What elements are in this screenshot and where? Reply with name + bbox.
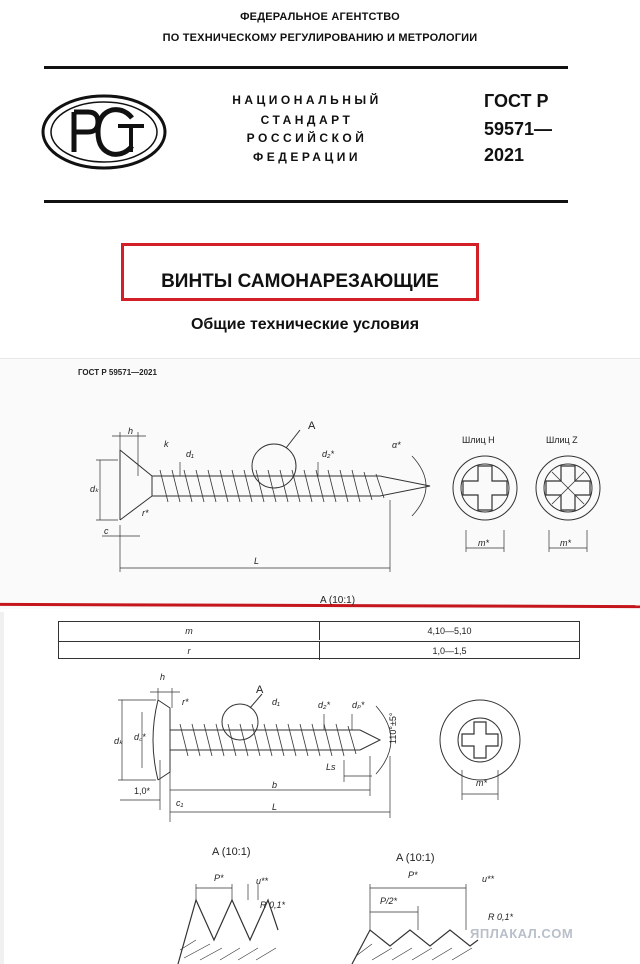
label-m-z: m*	[560, 538, 571, 548]
label2-r: r*	[182, 697, 189, 707]
standard-word-2: СТАНДАРТ	[260, 113, 354, 127]
label2-m: m*	[476, 778, 487, 788]
label-d2: d₂*	[322, 449, 334, 459]
standard-word-3: РОССИЙСКОЙ	[246, 131, 368, 145]
standard-word-1: НАЦИОНАЛЬНЫЙ	[232, 93, 382, 107]
label2-c10: 1,0*	[134, 786, 151, 796]
drawing-sheet-1	[0, 358, 640, 609]
label-h: h	[128, 426, 134, 436]
detail-right-p: P*	[408, 870, 418, 880]
detail-left-u: u**	[256, 876, 269, 886]
label-c: c	[104, 526, 109, 536]
bottom-rule	[44, 200, 568, 203]
table-cell-value: 4,10—5,10	[319, 622, 579, 640]
table-cell-param: m	[185, 626, 193, 636]
label2-l: L	[272, 802, 278, 812]
table-row: r 1,0—1,5	[59, 641, 579, 660]
detail-right-p2: P/2*	[380, 896, 398, 906]
site-watermark: ЯПЛАКАЛ.COM	[470, 926, 574, 941]
label2-ls: Ls	[326, 762, 336, 772]
label2-dc: d꜀*	[134, 732, 146, 742]
table-cell-param: r	[187, 646, 191, 656]
label-r: r*	[142, 508, 149, 518]
label2-d2: d₂*	[318, 700, 330, 710]
sheet-1-header: ГОСТ Р 59571—2021	[78, 368, 157, 377]
detail-caption-top: A (10:1)	[320, 595, 356, 606]
detail-left-caption: A (10:1)	[212, 846, 251, 858]
label2-d1: d₁	[272, 697, 280, 707]
top-rule	[44, 66, 568, 69]
table-cell-value: 1,0—1,5	[319, 642, 579, 660]
label2-angle: 110°±5°	[388, 712, 398, 745]
agency-line-2: ПО ТЕХНИЧЕСКОМУ РЕГУЛИРОВАНИЮ И МЕТРОЛОГ…	[162, 32, 478, 44]
label2-dp: dₚ*	[352, 700, 365, 710]
detail-right-u: u**	[482, 874, 495, 884]
detail-left-r: R 0,1*	[260, 900, 286, 910]
agency-line-1: ФЕДЕРАЛЬНОЕ АГЕНТСТВО	[240, 11, 400, 23]
label2-h: h	[160, 672, 166, 682]
label-l: L	[254, 556, 260, 566]
drawing-sheet-2	[0, 612, 640, 964]
label2-b: b	[272, 780, 278, 790]
label-dk: dₖ	[90, 484, 99, 494]
detail-right-caption: A (10:1)	[396, 852, 435, 864]
dimensions-table: m 4,10—5,10 r 1,0—1,5	[58, 621, 580, 660]
label2-a: A	[256, 684, 264, 696]
label2-dk: dₖ	[114, 736, 123, 746]
label-slot-z: Шлиц Z	[546, 435, 578, 445]
standard-word-4: ФЕДЕРАЦИИ	[253, 150, 361, 164]
document-title: ВИНТЫ САМОНАРЕЗАЮЩИЕ	[161, 271, 439, 292]
gost-number-line-3: 2021	[484, 145, 525, 165]
table-row: m 4,10—5,10	[59, 622, 579, 640]
label-d1: d₁	[186, 449, 194, 459]
label-a: A	[308, 420, 316, 432]
label2-c1: c₁	[176, 798, 184, 808]
label-k: k	[164, 439, 169, 449]
detail-left-p: P*	[214, 873, 224, 883]
label-slot-h: Шлиц H	[462, 435, 495, 445]
gost-number-line-2: 59571—	[484, 119, 553, 139]
gost-number-line-1: ГОСТ Р	[484, 91, 549, 111]
label-alpha: α*	[392, 440, 401, 450]
detail-right-r: R 0,1*	[488, 912, 514, 922]
label-m-h: m*	[478, 538, 489, 548]
title-highlight-box	[121, 243, 479, 301]
document-subtitle: Общие технические условия	[190, 316, 420, 333]
